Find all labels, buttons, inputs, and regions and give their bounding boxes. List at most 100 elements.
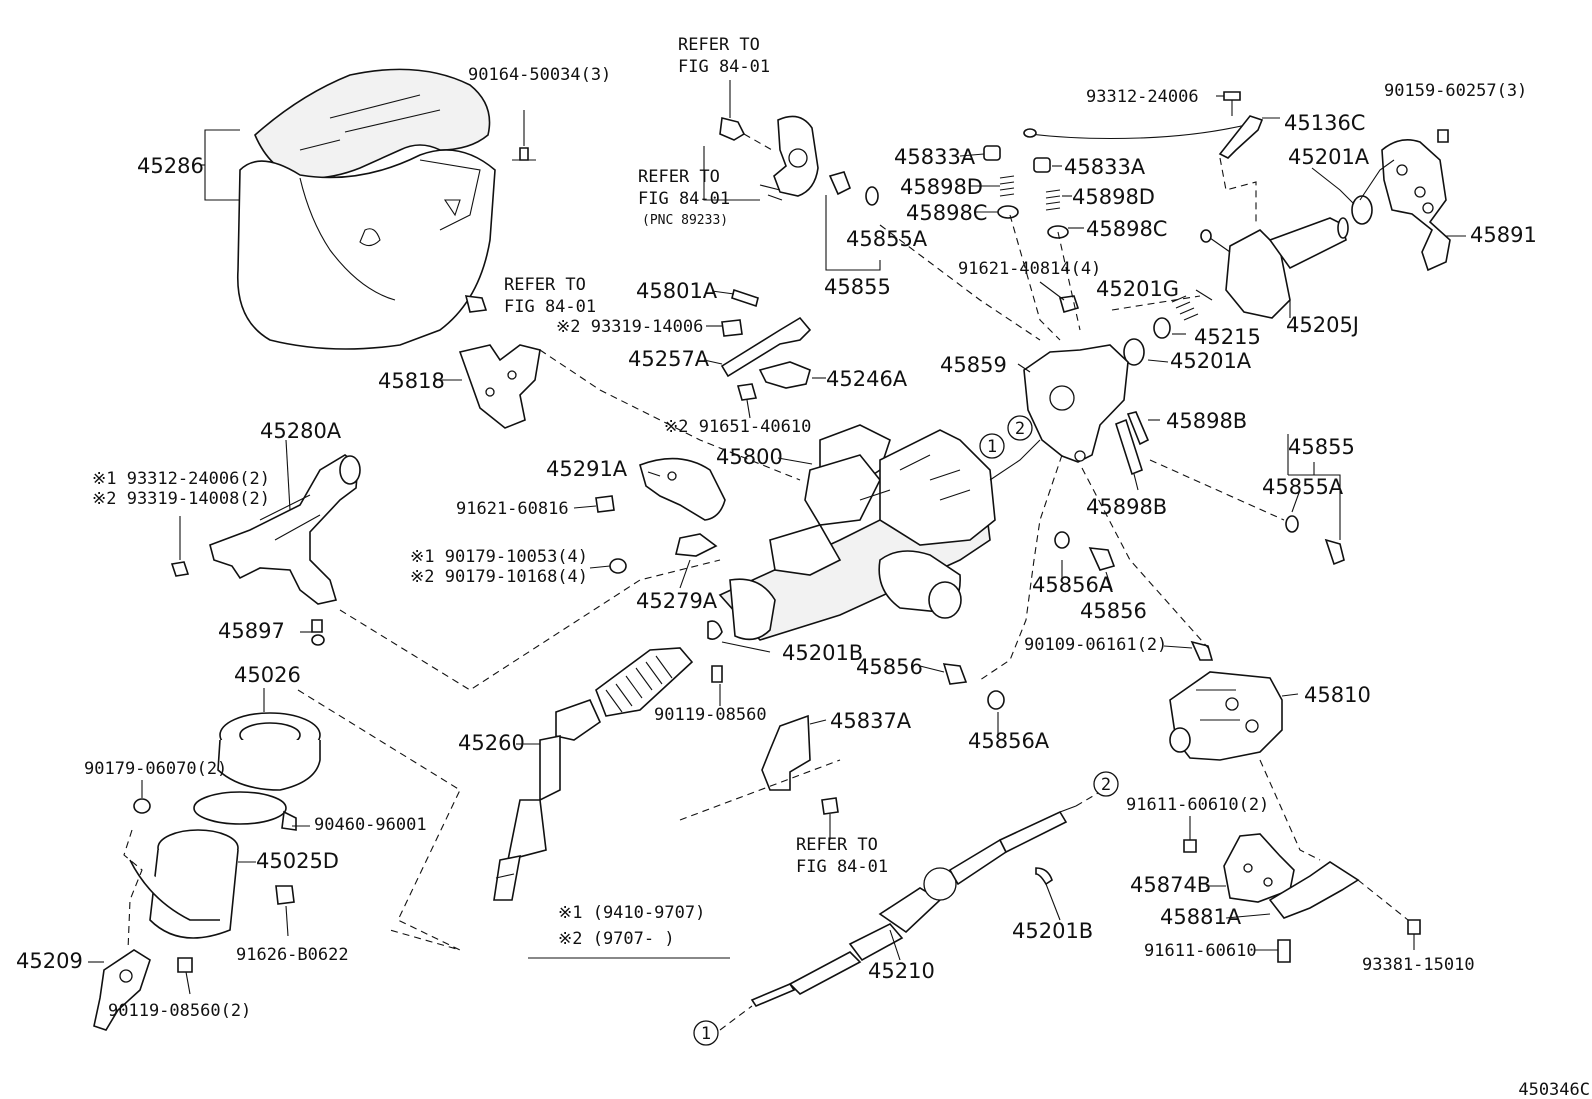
bracket-45837A — [761, 714, 811, 791]
callout-91626: 91626-B0622 — [236, 945, 349, 965]
bushing-45856A-top — [1054, 531, 1070, 549]
callout-ref1b: FIG 84-01 — [678, 57, 770, 77]
wire-45136C — [1023, 115, 1280, 159]
callout-45286: 45286 — [137, 154, 204, 178]
column-assembly-45800 — [718, 424, 1041, 641]
callout-45818: 45818 — [378, 369, 445, 393]
motor-45810 — [1169, 671, 1283, 761]
callout-45898D-l: 45898D — [900, 175, 983, 199]
callout-45025D: 45025D — [256, 849, 339, 873]
callout-ref2b: FIG 84-01 — [638, 189, 730, 209]
lever-45257A — [720, 316, 812, 378]
callout-90119-08560: 90119-08560 — [654, 705, 767, 725]
bracket-45818 — [458, 344, 541, 429]
callout-45898C-r: 45898C — [1086, 217, 1167, 241]
callout-90179-10053: ※1 90179-10053(4) — [410, 547, 588, 567]
nut-90179-06070 — [133, 798, 151, 814]
callout-45859: 45859 — [940, 353, 1007, 377]
callout-45201G: 45201G — [1096, 277, 1179, 301]
callout-45279A: 45279A — [636, 589, 718, 613]
bolt-91621-40814 — [1058, 295, 1080, 313]
callout-90119-08560-2: 90119-08560(2) — [108, 1001, 251, 1021]
bolt-93381 — [1407, 919, 1421, 935]
spring-45898D-left — [999, 175, 1015, 197]
washer-45898C-left — [997, 205, 1019, 219]
plate-45891 — [1381, 139, 1451, 272]
callout-45291A: 45291A — [546, 457, 628, 481]
callout-45257A: 45257A — [628, 347, 710, 371]
callout-45136C: 45136C — [1284, 111, 1365, 135]
callout-45801A: 45801A — [636, 279, 718, 303]
clip-45279A — [674, 533, 718, 557]
callout-45898B-l: 45898B — [1086, 495, 1167, 519]
callout-91621-60816: 91621-60816 — [456, 499, 569, 519]
bolt-90109 — [1190, 640, 1214, 661]
marker-number: 1 — [987, 437, 997, 457]
callout-45833A-r: 45833A — [1064, 155, 1146, 179]
callout-45209: 45209 — [16, 949, 83, 973]
bolt-45856-mid — [942, 663, 968, 685]
callout-45881A: 45881A — [1160, 905, 1242, 929]
callout-45201B-bot: 45201B — [1012, 919, 1093, 943]
marker-number: 2 — [1101, 775, 1111, 795]
callout-45026: 45026 — [234, 663, 301, 687]
callout-90164: 90164-50034(3) — [468, 65, 611, 85]
callout-45260: 45260 — [458, 731, 525, 755]
bolt-91611-60610 — [1277, 939, 1291, 963]
callout-91611-60610: 91611-60610 — [1144, 941, 1257, 961]
callout-45810: 45810 — [1304, 683, 1371, 707]
marker-m2-top: 2 — [1007, 415, 1033, 441]
callout-45856-top: 45856 — [1080, 599, 1147, 623]
bolt-91626 — [275, 885, 295, 905]
callout-93312-24006-2: ※1 93312-24006(2) — [92, 469, 270, 489]
diagram-id: 450346C — [1518, 1080, 1590, 1099]
callout-90179-06070: 90179-06070(2) — [84, 759, 227, 779]
callout-45800: 45800 — [716, 445, 783, 469]
lower-shaft-45210 — [750, 805, 1077, 1007]
dashed-assembly-lines — [123, 157, 1409, 1031]
link-45898B — [1115, 411, 1150, 476]
clamp-90460 — [193, 791, 297, 831]
bolt-93312-24006-2 — [170, 561, 190, 577]
callout-90159: 90159-60257(3) — [1384, 81, 1527, 101]
callout-45874B: 45874B — [1130, 873, 1211, 897]
callout-93312-top: 93312-24006 — [1086, 87, 1199, 107]
marker-m1-top: 1 — [979, 433, 1005, 459]
callout-45246A: 45246A — [826, 367, 908, 391]
bushing-45833A-right — [1033, 157, 1051, 173]
bracket-45859 — [1023, 344, 1129, 463]
callout-45280A: 45280A — [260, 419, 342, 443]
callout-45855-top: 45855 — [824, 275, 891, 299]
callout-45856-mid: 45856 — [856, 655, 923, 679]
callout-91611-60610-2: 91611-60610(2) — [1126, 795, 1269, 815]
bolt-93312-top — [1223, 91, 1241, 116]
bushing-45856A-bot — [987, 690, 1005, 710]
boot-45025D — [129, 829, 239, 939]
marker-circle — [979, 433, 1005, 459]
upper-tube-45205J — [1200, 217, 1349, 319]
callout-45205J: 45205J — [1286, 313, 1359, 337]
pin-45855-top — [825, 171, 881, 271]
callout-45855-r: 45855 — [1288, 435, 1355, 459]
pin-45855-right — [1285, 462, 1345, 566]
screw-90164 — [512, 110, 536, 161]
clip-45246A — [758, 361, 811, 389]
bolt-90119-08560-2 — [177, 957, 193, 973]
spring-45898D-right — [1045, 189, 1061, 211]
boot-45026 — [217, 712, 321, 791]
callout-91621-40814: 91621-40814(4) — [958, 259, 1101, 279]
leader-lines — [88, 95, 1466, 995]
marker-circle — [693, 1020, 719, 1046]
callout-45898B-r: 45898B — [1166, 409, 1247, 433]
marker-number: 2 — [1015, 419, 1025, 439]
callout-note1: ※1 (9410-9707) — [558, 903, 705, 923]
housing-45280A — [209, 454, 361, 605]
bolt-refer-left — [464, 295, 488, 313]
clip-45201B-bot — [1035, 867, 1053, 886]
intermediate-shaft-45260 — [493, 647, 694, 901]
washer-45215 — [1153, 317, 1171, 339]
callout-ref3b: FIG 84-01 — [504, 297, 596, 317]
bearing-45201A-mid — [1123, 338, 1145, 366]
